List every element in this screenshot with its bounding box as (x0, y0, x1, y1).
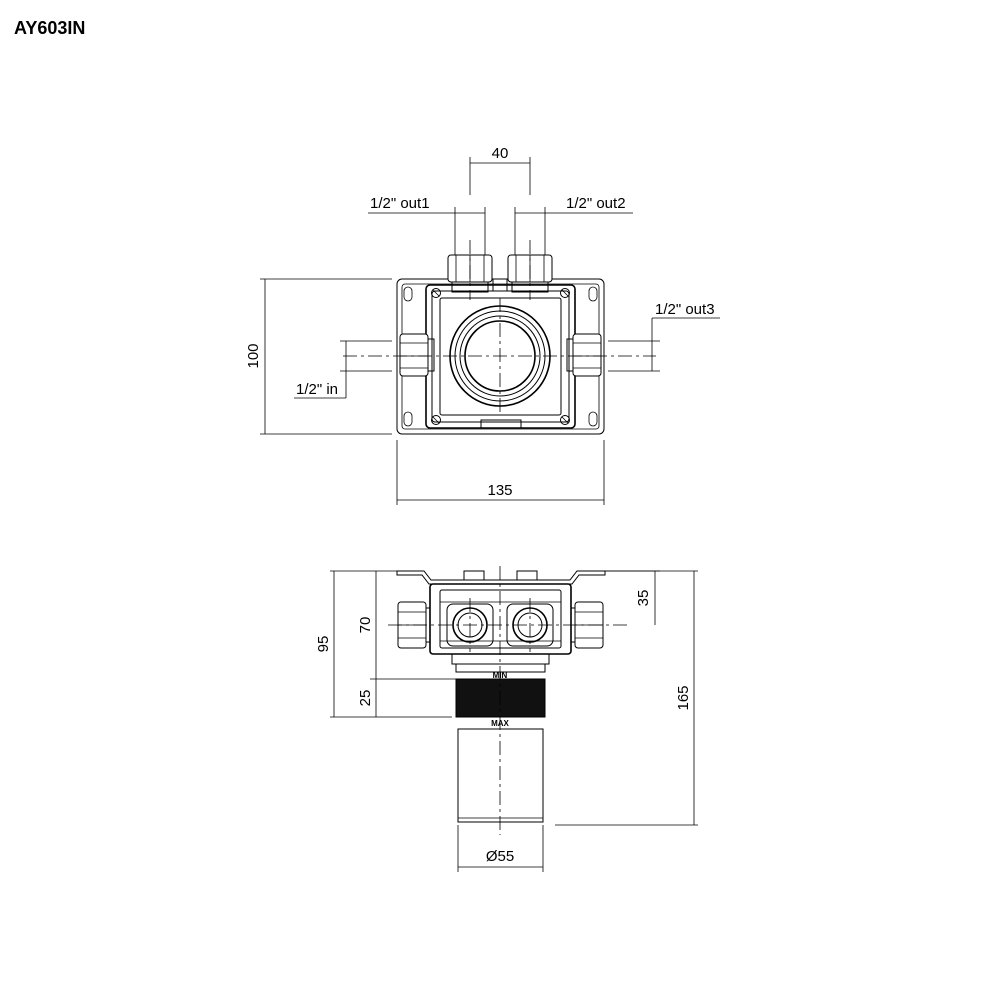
dimension-135-label: 135 (487, 482, 512, 499)
drawing-title: AY603IN (14, 18, 85, 38)
screw-bl (431, 415, 441, 425)
plate-tab-left (463, 570, 485, 581)
threaded-sleeve (455, 678, 546, 718)
inlet-label: 1/2" in (296, 381, 338, 398)
top-view: 40 1/2" out1 1/2" out2 1/2" out3 (245, 145, 720, 505)
screw-tr (560, 288, 570, 298)
dimension-135: 135 (396, 440, 605, 505)
dimension-100-label: 100 (245, 343, 262, 368)
dimension-40: 40 (469, 145, 531, 195)
outlet-bridge (492, 278, 508, 292)
side-valve-body (429, 583, 572, 655)
outlet-1-label: 1/2" out1 (370, 195, 430, 212)
plate-slot-bl (403, 411, 413, 427)
outlet-2-label: 1/2" out2 (566, 195, 626, 212)
valve-body-cavity (439, 297, 562, 416)
dimension-70-label: 70 (357, 617, 374, 634)
dimension-165-label: 165 (675, 685, 692, 710)
side-mounting-plate (396, 570, 606, 585)
sleeve-collar-lower (455, 663, 546, 673)
dimension-95: 95 (315, 570, 452, 718)
screw-br (560, 415, 570, 425)
dimension-100: 100 (245, 278, 392, 435)
dimension-diameter-55-label: Ø55 (486, 848, 514, 865)
dimension-diameter-55: Ø55 (457, 825, 544, 872)
dimension-35: 35 (605, 570, 660, 625)
side-valve-body-inner (439, 589, 562, 649)
dimension-outlet-1: 1/2" out1 (368, 195, 486, 255)
plate-slot-tr (588, 286, 598, 302)
plate-tab-right (516, 570, 538, 581)
side-view: MIN MAX 95 70 25 (315, 566, 698, 872)
sleeve-collar (451, 653, 550, 665)
plate-slot-tl (403, 286, 413, 302)
dimension-inlet: 1/2" in (294, 340, 392, 399)
bottom-lug (480, 419, 522, 429)
dimension-35-label: 35 (635, 590, 652, 607)
dimension-outlet-2: 1/2" out2 (514, 195, 633, 255)
dimension-70: 70 (357, 571, 456, 680)
screw-tl (431, 288, 441, 298)
dimension-25: 25 (357, 679, 377, 717)
inlet-fitting (399, 333, 435, 377)
dimension-40-label: 40 (492, 145, 509, 162)
dimension-outlet-3: 1/2" out3 (608, 301, 720, 372)
dimension-165: 165 (555, 570, 698, 826)
dimension-25-label: 25 (357, 690, 374, 707)
outlet-3-label: 1/2" out3 (655, 301, 715, 318)
outlet-3-fitting (566, 333, 602, 377)
sleeve-cylinder (457, 728, 544, 823)
dimension-95-label: 95 (315, 636, 332, 653)
plate-slot-br (588, 411, 598, 427)
